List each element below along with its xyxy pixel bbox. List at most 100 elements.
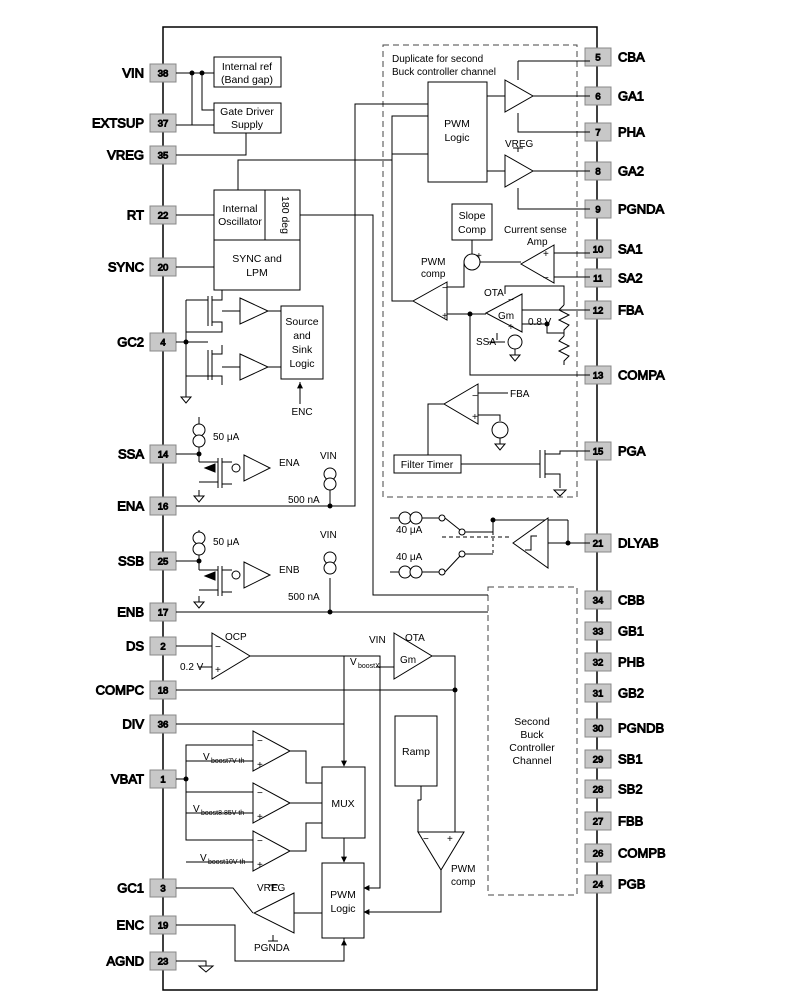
filter-timer-block: Filter Timer — [393, 454, 462, 474]
svg-text:VIN: VIN — [320, 451, 337, 462]
svg-text:−: − — [257, 788, 263, 799]
pin-number: 34 — [593, 596, 604, 607]
pin-label: GB1 — [618, 624, 644, 639]
pin-label: PHB — [618, 655, 645, 670]
svg-text:Duplicate for second: Duplicate for second — [392, 54, 483, 65]
pin-number: 19 — [158, 921, 169, 932]
pin-number: 35 — [158, 151, 169, 162]
pin-number: 9 — [595, 205, 600, 216]
pin-number: 28 — [593, 785, 604, 796]
svg-text:500 nA: 500 nA — [288, 495, 320, 506]
pin-label: COMPC — [96, 683, 144, 698]
svg-text:40 μA: 40 μA — [396, 552, 423, 563]
svg-text:PWM: PWM — [421, 257, 445, 268]
pin-number: 18 — [158, 686, 169, 697]
svg-text:Gm: Gm — [498, 311, 514, 322]
pin-number: 7 — [595, 128, 600, 139]
svg-text:boostX: boostX — [358, 663, 380, 670]
ssb-section — [176, 530, 488, 613]
pin-number: 17 — [158, 608, 169, 619]
pin-label: GC1 — [117, 881, 144, 896]
svg-text:OTA: OTA — [484, 288, 504, 299]
slope-comp-block: Slope Comp — [451, 203, 493, 241]
svg-text:Buck: Buck — [520, 729, 544, 741]
svg-text:LPM: LPM — [246, 267, 268, 279]
internal-oscillator-block: Internal Oscillator — [213, 189, 266, 241]
internal-ref-block: Internal ref (Band gap) — [213, 56, 282, 88]
pin-label: FBA — [618, 303, 644, 318]
pin-label: COMPB — [618, 846, 666, 861]
pin-label: VREG — [107, 148, 144, 163]
pin-label: PGB — [618, 877, 645, 892]
svg-text:−: − — [508, 295, 514, 306]
pin-label: SSA — [118, 447, 144, 462]
svg-text:−: − — [472, 391, 478, 402]
svg-text:−: − — [257, 836, 263, 847]
svg-text:ENB: ENB — [279, 565, 300, 576]
svg-text:PWM: PWM — [330, 889, 356, 901]
svg-text:Gm: Gm — [400, 655, 416, 666]
pin-label: SA2 — [618, 271, 643, 286]
pin-label: SSB — [118, 554, 144, 569]
top-gate-drivers — [487, 60, 590, 210]
pin-label: CBB — [618, 593, 645, 608]
pin-compc: 18 COMPC — [95, 680, 177, 700]
pin-number: 32 — [593, 658, 604, 669]
pin-number: 1 — [160, 775, 165, 786]
ramp-block: Ramp — [394, 715, 438, 787]
pin-label: ENA — [117, 499, 144, 514]
pin-number: 16 — [158, 502, 169, 513]
svg-text:V: V — [203, 752, 210, 763]
svg-text:OCP: OCP — [225, 632, 247, 643]
svg-text:boost8.85V-th: boost8.85V-th — [201, 810, 244, 817]
svg-text:+: + — [543, 249, 549, 260]
pin-label: CBA — [618, 50, 645, 65]
svg-text:+: + — [257, 860, 263, 871]
pin-label: EXTSUP — [92, 116, 144, 131]
pin-vreg: 35 VREG — [107, 145, 177, 165]
svg-text:V: V — [193, 804, 200, 815]
duplicate-region — [382, 44, 578, 498]
svg-text:50 μA: 50 μA — [213, 432, 240, 443]
svg-text:Channel: Channel — [512, 755, 551, 767]
svg-text:500 nA: 500 nA — [288, 592, 320, 603]
svg-text:Filter Timer: Filter Timer — [401, 459, 454, 471]
svg-text:SSA: SSA — [476, 337, 496, 348]
pin-number: 22 — [158, 211, 169, 222]
svg-text:SYNC and: SYNC and — [232, 253, 282, 265]
pin-number: 29 — [593, 755, 604, 766]
svg-text:0.8 V: 0.8 V — [528, 317, 552, 328]
svg-text:PWM: PWM — [451, 864, 475, 875]
pin-number: 14 — [158, 450, 169, 461]
pin-number: 37 — [158, 119, 169, 130]
pin-ssa: 14 SSA — [117, 444, 177, 464]
pin-label: PGNDB — [618, 721, 664, 736]
pin-label: DS — [126, 639, 144, 654]
svg-text:−: − — [257, 736, 263, 747]
pin-label: AGND — [106, 954, 144, 969]
sync-lpm-block: SYNC and LPM — [213, 239, 301, 291]
svg-text:Internal: Internal — [222, 203, 257, 215]
svg-text:ENA: ENA — [279, 458, 300, 469]
svg-text:Source: Source — [285, 316, 318, 328]
svg-text:Amp: Amp — [527, 237, 548, 248]
pwm-logic-top-block: PWM Logic — [427, 81, 488, 183]
pin-cbb: 34 CBB — [584, 590, 645, 610]
pin-label: PGA — [618, 444, 646, 459]
pin-label: GB2 — [618, 686, 644, 701]
